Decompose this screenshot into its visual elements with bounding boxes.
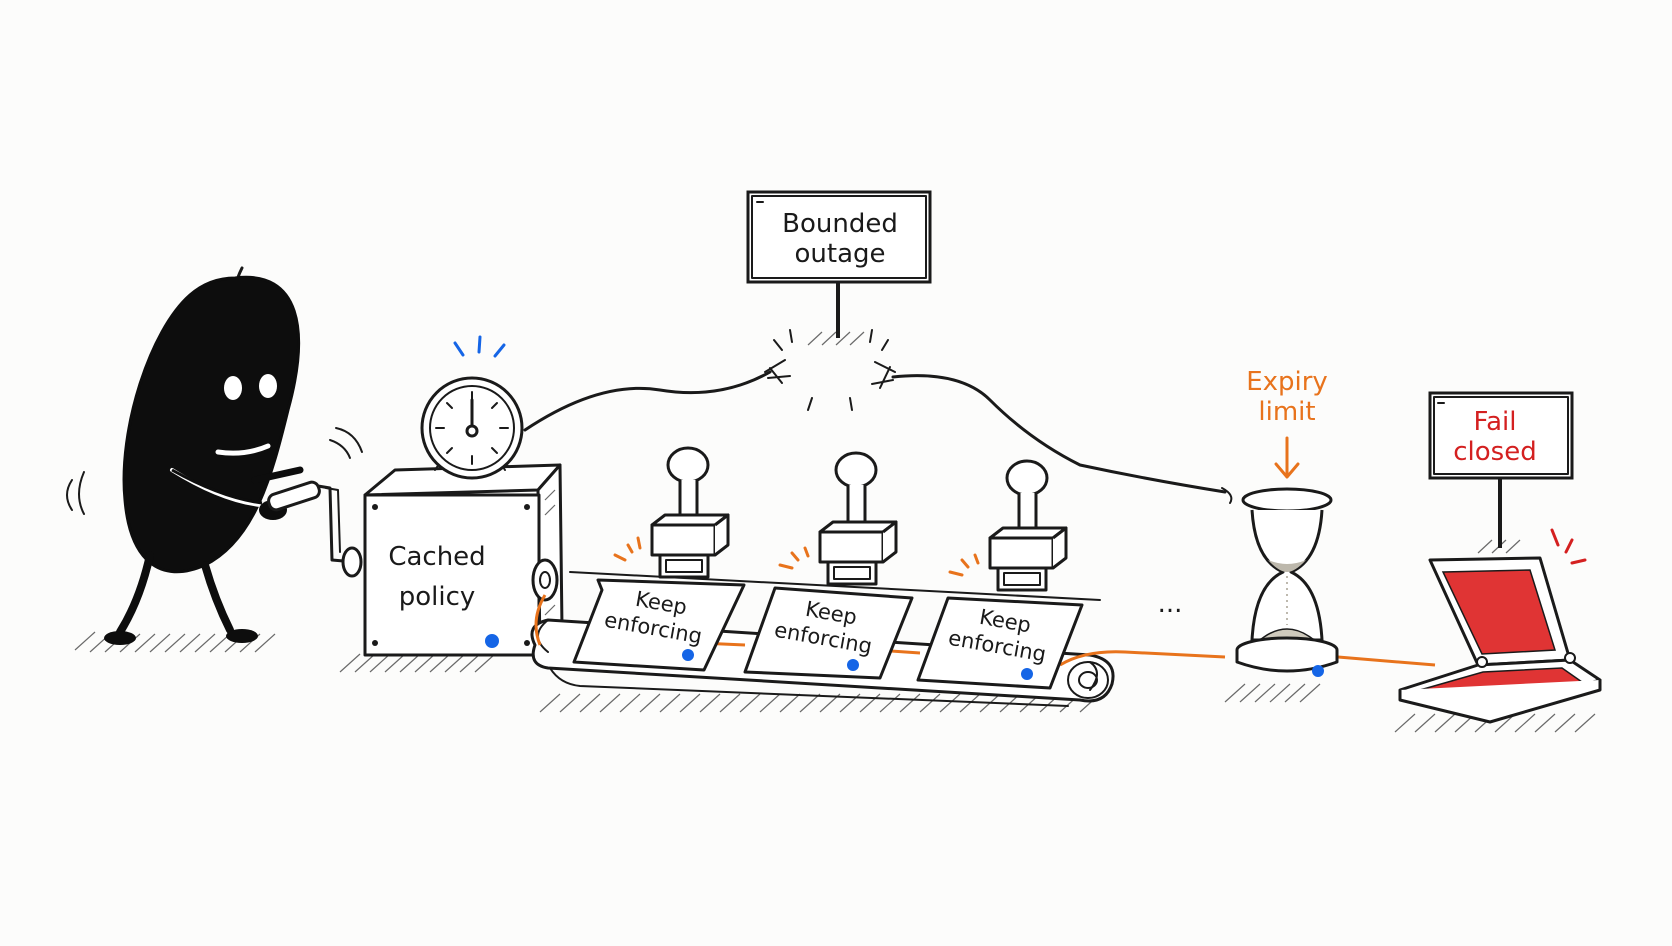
card-keep-enforcing-1: [572, 578, 746, 672]
character-left-eye: [224, 376, 242, 400]
enforcement-step-1: Keep enforcing: [572, 446, 746, 672]
broken-cable-icon: [523, 329, 1233, 504]
enforcement-step-3: Keep enforcing: [916, 459, 1084, 690]
crank-handle: [267, 480, 363, 578]
cached-policy-label-line1: Cached: [388, 542, 485, 572]
bounded-outage-label-line2: outage: [794, 239, 885, 269]
bounded-outage-label-line1: Bounded: [782, 209, 898, 239]
stamp-pad-icon: [1398, 528, 1602, 724]
character-figure: [66, 266, 363, 645]
rubber-stamp-icon: [988, 459, 1068, 592]
clock-tick-mark: [493, 343, 506, 358]
rubber-stamp-icon: [650, 446, 730, 579]
clock-tick-mark: [477, 335, 482, 354]
bounded-outage-sign: Bounded outage: [746, 190, 932, 338]
cached-policy-machine: Cached policy: [363, 463, 564, 657]
card-keep-enforcing-3: [916, 596, 1084, 690]
cached-policy-label-line2: policy: [399, 582, 476, 612]
expiry-limit-label-line2: limit: [1258, 397, 1315, 427]
card-keep-enforcing-2: [743, 586, 914, 680]
expiry-limit-label-line1: Expiry: [1246, 367, 1328, 397]
fail-closed-label-line1: Fail: [1474, 407, 1517, 437]
clock-tick-mark: [453, 341, 465, 357]
hourglass-icon: Expiry limit: [1235, 367, 1339, 677]
fail-closed-label-line2: closed: [1453, 437, 1536, 467]
rubber-stamp-icon: [818, 451, 898, 586]
cached-policy-blue-dot: [485, 634, 499, 648]
continuation-ellipsis: ...: [1158, 589, 1183, 619]
fail-closed-sign: Fail closed: [1428, 391, 1574, 548]
character-right-eye: [259, 374, 277, 398]
clock-icon: [420, 335, 524, 480]
enforcement-step-2: Keep enforcing: [743, 451, 914, 680]
